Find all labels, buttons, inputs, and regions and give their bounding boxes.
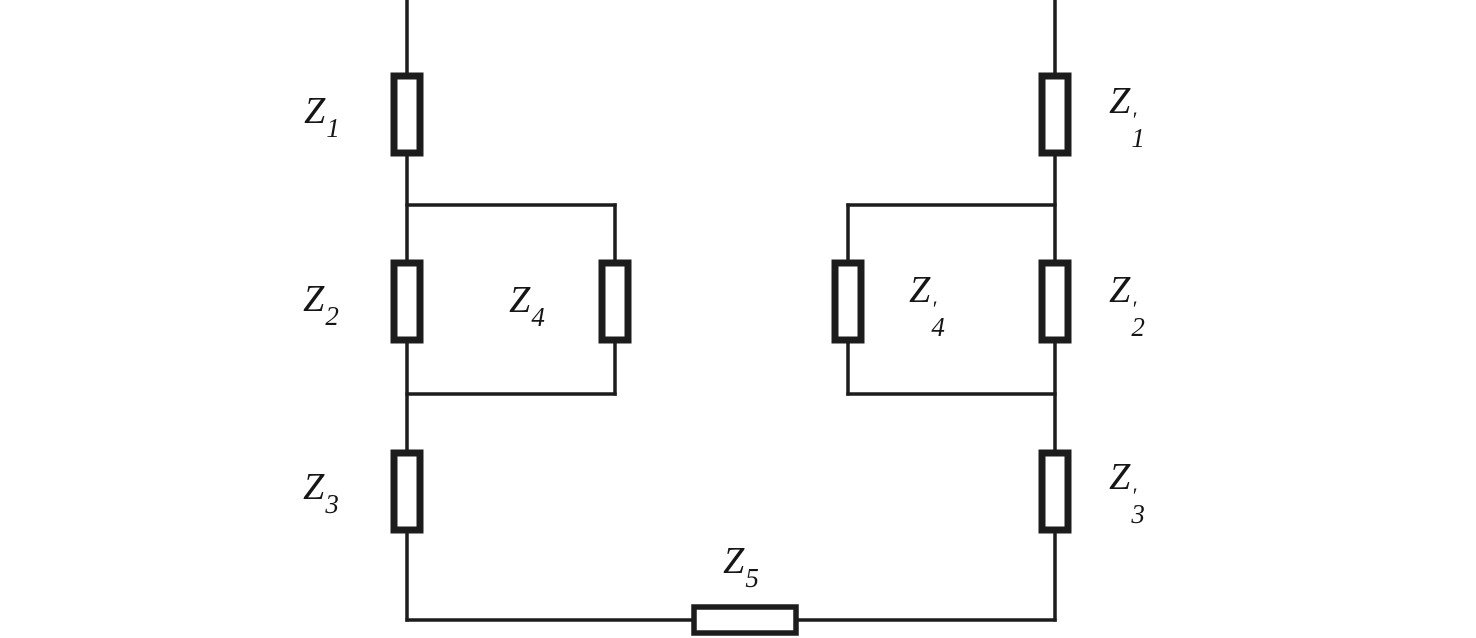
label-z5-script: 5: [745, 563, 759, 594]
label-z4-base: Z: [509, 279, 531, 322]
label-z4-prime-side: Z′4: [909, 268, 945, 343]
label-z3-prime-side: Z′3: [1109, 455, 1145, 530]
label-z3p-sub: 3: [1131, 499, 1145, 530]
label-z1-prime-side: Z′1: [1109, 79, 1145, 154]
label-z4-script: 4: [531, 302, 545, 333]
label-z3p-base: Z: [1109, 455, 1131, 498]
label-z2-sub: 2: [325, 301, 339, 332]
label-z4p-prime: ′: [931, 295, 937, 321]
label-z3p-script: ′3: [1131, 482, 1145, 530]
resistor-z4: [598, 259, 632, 344]
resistor-z1: [390, 72, 424, 157]
label-z3-sub: 3: [325, 489, 339, 520]
resistor-z3: [390, 449, 424, 534]
resistor-z2p: [1038, 259, 1072, 344]
resistor-z1p: [1038, 72, 1072, 157]
label-z4-sub: 4: [531, 302, 545, 333]
resistor-z5: [691, 604, 799, 636]
resistor-z2: [390, 259, 424, 344]
label-z1p-sub: 1: [1131, 123, 1145, 154]
resistor-z4p: [831, 259, 865, 344]
label-z3-script: 3: [325, 489, 339, 520]
label-z2-prime-side: Z′2: [1109, 268, 1145, 343]
label-z4p-base: Z: [909, 268, 931, 311]
label-z4p-script: ′4: [931, 295, 945, 343]
resistor-z3p: [1038, 449, 1072, 534]
label-z2-script: 2: [325, 301, 339, 332]
label-z3p-prime: ′: [1131, 482, 1137, 508]
label-z2p-prime: ′: [1131, 295, 1137, 321]
label-z2p-sub: 2: [1131, 312, 1145, 343]
label-z1p-prime: ′: [1131, 106, 1137, 132]
label-z3-base: Z: [303, 466, 325, 509]
label-z1-base: Z: [304, 90, 326, 133]
label-z1-sub: 1: [326, 113, 340, 144]
label-z2-base: Z: [303, 278, 325, 321]
label-z5-base: Z: [723, 540, 745, 583]
label-z2p-script: ′2: [1131, 295, 1145, 343]
label-z5-sub: 5: [745, 563, 759, 594]
label-z1-script: 1: [326, 113, 340, 144]
label-z1p-script: ′1: [1131, 106, 1145, 154]
label-z2p-base: Z: [1109, 268, 1131, 311]
label-z4p-sub: 4: [931, 312, 945, 343]
label-z1p-base: Z: [1109, 79, 1131, 122]
